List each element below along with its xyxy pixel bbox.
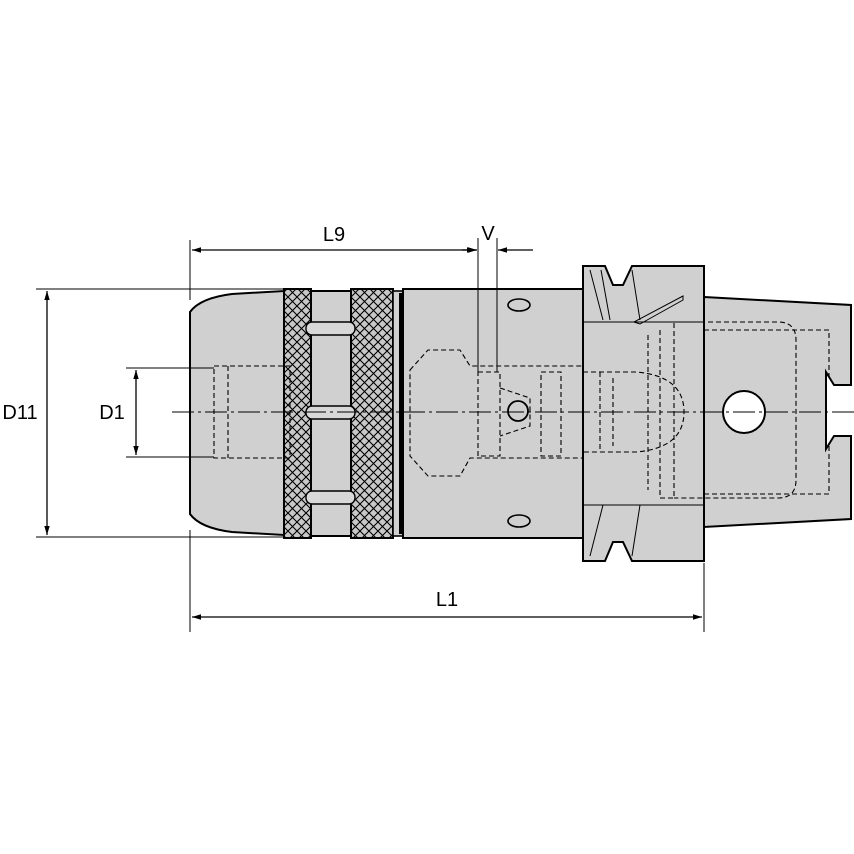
pin-hole bbox=[507, 514, 531, 528]
chuck-nose bbox=[189, 289, 285, 537]
set-screw bbox=[507, 400, 529, 422]
flange bbox=[582, 265, 705, 562]
dimension-d11: D11 bbox=[2, 288, 284, 538]
label-d11: D11 bbox=[2, 402, 37, 424]
knurl-ring-rear bbox=[350, 288, 394, 539]
slot bbox=[305, 490, 356, 505]
dimension-d1: D1 bbox=[99, 367, 214, 458]
label-l9: L9 bbox=[323, 224, 345, 246]
main-body bbox=[402, 288, 584, 539]
separator-line bbox=[399, 293, 402, 534]
pin-hole bbox=[507, 298, 531, 312]
dimension-v: V bbox=[462, 223, 533, 372]
dimension-l9: L9 bbox=[189, 224, 479, 372]
dimension-l1: L1 bbox=[189, 530, 705, 632]
label-v: V bbox=[481, 223, 495, 245]
label-l1: L1 bbox=[436, 589, 458, 611]
body-details bbox=[507, 269, 766, 557]
label-d1: D1 bbox=[99, 402, 125, 424]
slot bbox=[305, 321, 356, 336]
